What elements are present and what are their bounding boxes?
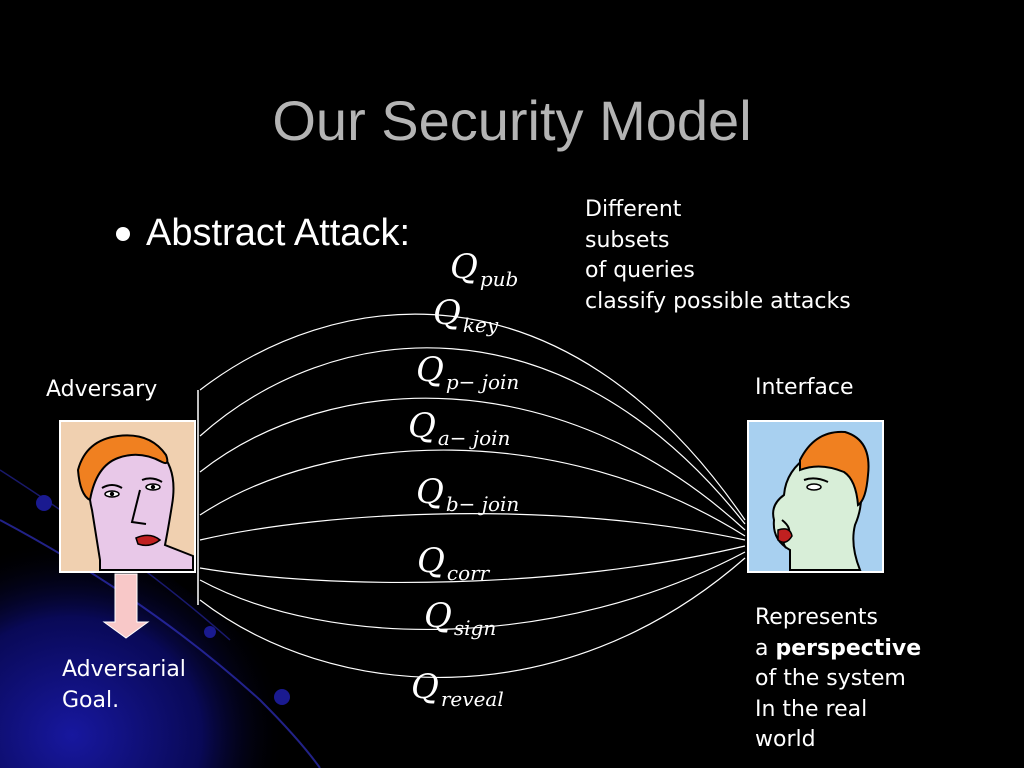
desc-line: world xyxy=(755,727,816,752)
curve-p-join xyxy=(199,397,746,531)
curve-reveal xyxy=(199,557,746,678)
curve-sign xyxy=(199,551,746,630)
interface-label: Interface xyxy=(755,375,854,400)
bg-dot xyxy=(36,495,52,511)
bullet-text: Abstract Attack: xyxy=(146,212,410,254)
curve-key xyxy=(199,347,746,525)
adversarial-goal: Adversarial Goal. xyxy=(62,655,186,716)
bullet-item: Abstract Attack: xyxy=(116,212,410,255)
adversary-face-icon xyxy=(59,420,196,573)
bg-dot xyxy=(204,626,216,638)
desc-line: of the system xyxy=(755,666,906,691)
subsets-note-line: classify possible attacks xyxy=(585,288,851,314)
interface-face-icon xyxy=(747,420,884,573)
desc-line: In the real xyxy=(755,696,868,722)
curve-corr xyxy=(199,545,746,584)
adversary-label: Adversary xyxy=(46,377,158,402)
curve-a-join xyxy=(199,449,746,537)
desc-line: Represents xyxy=(755,605,878,630)
desc-a: a xyxy=(755,635,776,661)
goal-arrow-icon xyxy=(102,573,150,639)
subsets-note: Different subsets of queries classify po… xyxy=(585,195,851,317)
bg-dot xyxy=(274,689,290,705)
curve-pub xyxy=(199,313,746,521)
bullet-dot-icon xyxy=(116,226,130,241)
desc-bold: perspective xyxy=(775,635,922,661)
goal-line: Adversarial xyxy=(62,657,186,682)
goal-line: Goal. xyxy=(62,687,120,713)
interface-description: Represents a perspective of the system I… xyxy=(755,603,921,756)
subsets-note-line: Different xyxy=(585,197,682,222)
query-curves xyxy=(199,313,746,678)
slide-title: Our Security Model xyxy=(272,89,752,152)
curve-b-join xyxy=(199,513,746,541)
subsets-note-line: of queries xyxy=(585,258,695,283)
desc-line: a perspective xyxy=(755,634,921,665)
subsets-note-line: subsets xyxy=(585,227,670,253)
